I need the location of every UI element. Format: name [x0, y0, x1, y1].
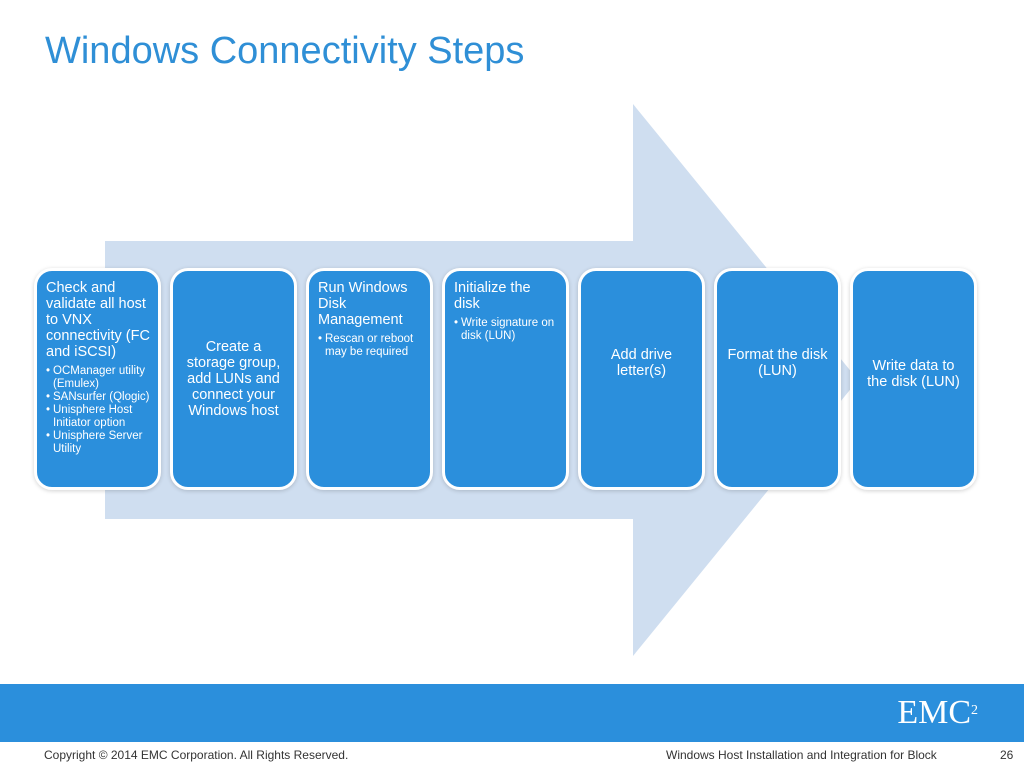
copyright-text: Copyright © 2014 EMC Corporation. All Ri… — [44, 748, 349, 762]
bullet-item: Rescan or reboot may be required — [318, 333, 424, 359]
step-heading: Format the disk (LUN) — [727, 347, 828, 379]
logo-text: EMC — [897, 694, 971, 731]
step-add-drive-letter: Add drive letter(s) — [578, 268, 705, 490]
step-heading: Check and validate all host to VNX conne… — [46, 280, 150, 360]
brand-band: EMC2 — [0, 684, 1024, 742]
step-heading: Run Windows Disk Management — [318, 280, 408, 328]
course-title-footer: Windows Host Installation and Integratio… — [666, 748, 937, 762]
bullet-item: OCManager utility (Emulex) — [46, 365, 152, 391]
slide-title: Windows Connectivity Steps — [45, 30, 525, 72]
page-number: 26 — [1000, 748, 1014, 762]
bullet-item: Write signature on disk (LUN) — [454, 317, 560, 343]
step-write-data: Write data to the disk (LUN) — [850, 268, 977, 490]
bullet-item: Unisphere Server Utility — [46, 430, 152, 456]
step-heading: Write data to the disk (LUN) — [867, 358, 960, 390]
step-initialize-disk: Initialize the disk Write signature on d… — [442, 268, 569, 490]
step-heading: Create a storage group, add LUNs and con… — [186, 339, 281, 419]
step-heading: Add drive letter(s) — [610, 347, 673, 379]
emc-logo: EMC2 — [897, 696, 978, 730]
step-create-storage-group: Create a storage group, add LUNs and con… — [170, 268, 297, 490]
step-check-connectivity: Check and validate all host to VNX conne… — [34, 268, 161, 490]
step-bullets: OCManager utility (Emulex) SANsurfer (Ql… — [46, 365, 152, 456]
step-disk-management: Run Windows Disk Management Rescan or re… — [306, 268, 433, 490]
step-heading: Initialize the disk — [454, 280, 531, 312]
step-bullets: Write signature on disk (LUN) — [454, 317, 560, 343]
bullet-item: SANsurfer (Qlogic) — [46, 391, 152, 404]
step-bullets: Rescan or reboot may be required — [318, 333, 424, 359]
step-format-disk: Format the disk (LUN) — [714, 268, 841, 490]
bullet-item: Unisphere Host Initiator option — [46, 404, 152, 430]
logo-superscript: 2 — [971, 703, 978, 718]
